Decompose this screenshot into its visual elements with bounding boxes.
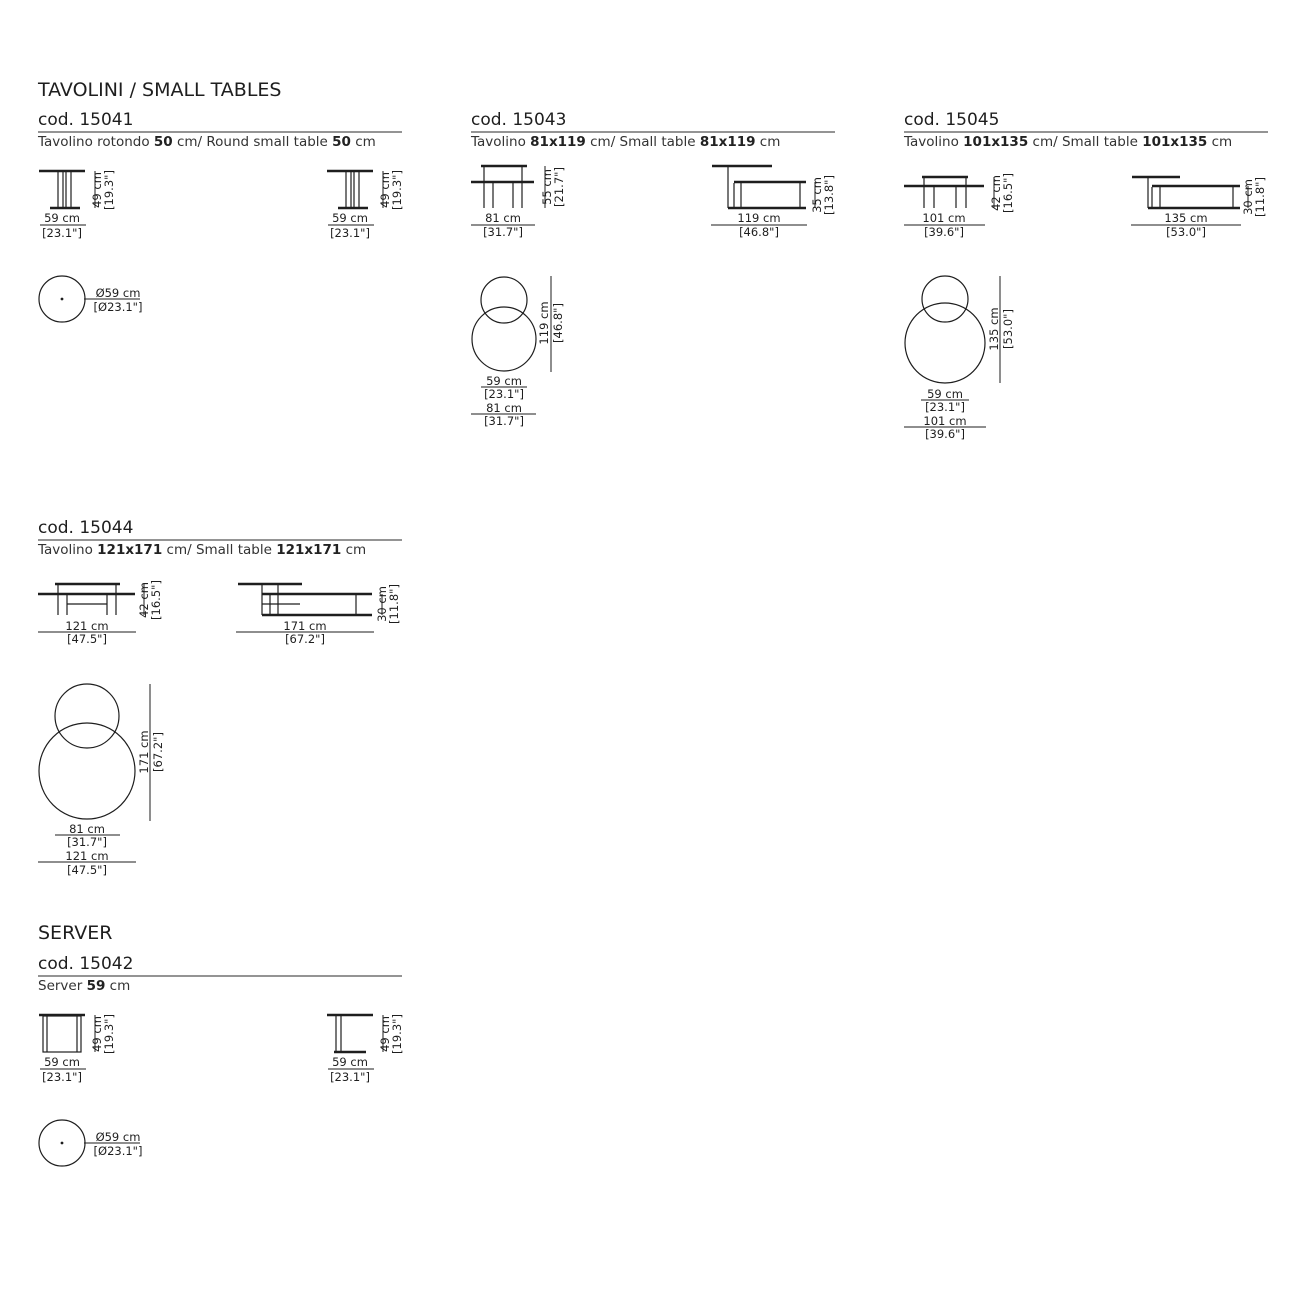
- svg-text:81 cm: 81 cm: [69, 822, 105, 836]
- svg-text:[39.6"]: [39.6"]: [925, 427, 965, 441]
- drawing-15044-front: 121 cm [47.5"] 42 cm [16.5"]: [38, 580, 163, 646]
- product-header-15043: cod. 15043 Tavolino 81x119 cm/ Small tab…: [470, 110, 835, 150]
- drawing-15041-top: Ø59 cm [Ø23.1"]: [38, 275, 143, 323]
- svg-text:[11.8"]: [11.8"]: [1253, 177, 1267, 217]
- drawing-15043-side: 119 cm [46.8"] 35 cm [13.8"]: [711, 164, 836, 239]
- product-header-15044: cod. 15044 Tavolino 121x171 cm/ Small ta…: [37, 518, 402, 558]
- svg-text:[46.8"]: [46.8"]: [739, 225, 779, 239]
- svg-text:[23.1"]: [23.1"]: [330, 1070, 370, 1084]
- svg-text:59 cm: 59 cm: [332, 211, 368, 225]
- product-header-15042: cod. 15042 Server 59 cm: [38, 954, 402, 994]
- drawing-15044-top: 171 cm [67.2"] 81 cm [31.7"] 121 cm [47.…: [38, 683, 165, 877]
- drawing-15042-front: 59 cm [23.1"] 49 cm [19.3"]: [39, 1013, 116, 1084]
- section-title-server: SERVER: [38, 922, 112, 944]
- drawing-15045-front: 101 cm [39.6"] 42 cm [16.5"]: [904, 173, 1015, 239]
- svg-text:59 cm: 59 cm: [927, 387, 963, 401]
- svg-text:[16.5"]: [16.5"]: [1001, 173, 1015, 213]
- section-title-small-tables: TAVOLINI / SMALL TABLES: [37, 79, 282, 101]
- svg-text:101 cm: 101 cm: [922, 211, 965, 225]
- svg-text:[31.7"]: [31.7"]: [67, 835, 107, 849]
- svg-text:[16.5"]: [16.5"]: [149, 580, 163, 620]
- svg-text:[31.7"]: [31.7"]: [484, 414, 524, 428]
- svg-text:135 cm: 135 cm: [987, 307, 1001, 350]
- svg-text:[21.7"]: [21.7"]: [552, 167, 566, 207]
- drawing-15045-top: 135 cm [53.0"] 59 cm [23.1"] 101 cm [39.…: [904, 275, 1015, 441]
- svg-text:49 cm: 49 cm: [378, 1016, 392, 1052]
- product-description: Server 59 cm: [38, 978, 130, 994]
- svg-text:[19.3"]: [19.3"]: [390, 170, 404, 210]
- svg-text:[46.8"]: [46.8"]: [551, 303, 565, 343]
- svg-text:[19.3"]: [19.3"]: [102, 1014, 116, 1054]
- svg-text:49 cm: 49 cm: [378, 172, 392, 208]
- drawing-15043-top: 119 cm [46.8"] 59 cm [23.1"] 81 cm [31.7…: [471, 276, 565, 428]
- dim-height-in: [19.3"]: [102, 170, 116, 210]
- svg-text:119 cm: 119 cm: [537, 301, 551, 344]
- svg-text:[47.5"]: [47.5"]: [67, 632, 107, 646]
- svg-text:[67.2"]: [67.2"]: [151, 732, 165, 772]
- drawing-15041-front: 59 cm [23.1"] 49 cm [19.3"]: [39, 169, 116, 240]
- svg-text:135 cm: 135 cm: [1164, 211, 1207, 225]
- svg-text:[Ø23.1"]: [Ø23.1"]: [94, 300, 143, 314]
- svg-text:42 cm: 42 cm: [137, 582, 151, 618]
- product-code: cod. 15042: [38, 954, 133, 974]
- product-description: Tavolino rotondo 50 cm/ Round small tabl…: [37, 134, 376, 150]
- svg-text:[67.2"]: [67.2"]: [285, 632, 325, 646]
- svg-text:35 cm: 35 cm: [810, 177, 824, 213]
- dim-width-in: [23.1"]: [42, 226, 82, 240]
- svg-text:Ø59 cm: Ø59 cm: [96, 1130, 141, 1144]
- product-code: cod. 15043: [471, 110, 566, 130]
- product-code: cod. 15041: [38, 110, 133, 130]
- svg-text:81 cm: 81 cm: [486, 401, 522, 415]
- svg-text:[23.1"]: [23.1"]: [330, 226, 370, 240]
- svg-text:[11.8"]: [11.8"]: [387, 584, 401, 624]
- svg-text:101 cm: 101 cm: [923, 414, 966, 428]
- svg-text:[23.1"]: [23.1"]: [484, 387, 524, 401]
- svg-text:30 cm: 30 cm: [1241, 179, 1255, 215]
- product-description: Tavolino 101x135 cm/ Small table 101x135…: [903, 134, 1232, 150]
- svg-text:[Ø23.1"]: [Ø23.1"]: [94, 1144, 143, 1158]
- svg-text:[39.6"]: [39.6"]: [924, 225, 964, 239]
- svg-text:121 cm: 121 cm: [65, 849, 108, 863]
- svg-text:[23.1"]: [23.1"]: [42, 1070, 82, 1084]
- drawing-15045-side: 135 cm [53.0"] 30 cm [11.8"]: [1131, 175, 1267, 239]
- drawing-15041-side: 59 cm [23.1"] 49 cm [19.3"]: [327, 169, 404, 240]
- drawing-15042-side: 59 cm [23.1"] 49 cm [19.3"]: [327, 1013, 404, 1084]
- dim-height: 49 cm: [90, 172, 104, 208]
- product-description: Tavolino 81x119 cm/ Small table 81x119 c…: [470, 134, 780, 150]
- product-header-15045: cod. 15045 Tavolino 101x135 cm/ Small ta…: [903, 110, 1268, 150]
- product-header-15041: cod. 15041 Tavolino rotondo 50 cm/ Round…: [37, 110, 402, 150]
- product-code: cod. 15044: [38, 518, 133, 538]
- drawing-15044-side: 171 cm [67.2"] 30 cm [11.8"]: [236, 582, 401, 646]
- svg-text:[19.3"]: [19.3"]: [390, 1014, 404, 1054]
- svg-text:[13.8"]: [13.8"]: [822, 175, 836, 215]
- product-code: cod. 15045: [904, 110, 999, 130]
- svg-text:171 cm: 171 cm: [137, 730, 151, 773]
- svg-text:[53.0"]: [53.0"]: [1001, 309, 1015, 349]
- svg-text:49 cm: 49 cm: [90, 1016, 104, 1052]
- svg-text:[23.1"]: [23.1"]: [925, 400, 965, 414]
- svg-text:55 cm: 55 cm: [540, 169, 554, 205]
- svg-text:[31.7"]: [31.7"]: [483, 225, 523, 239]
- dim-width: 59 cm: [44, 211, 80, 225]
- svg-text:Ø59 cm: Ø59 cm: [96, 286, 141, 300]
- svg-text:42 cm: 42 cm: [989, 175, 1003, 211]
- product-description: Tavolino 121x171 cm/ Small table 121x171…: [37, 542, 366, 558]
- drawing-15042-top: Ø59 cm [Ø23.1"]: [38, 1119, 143, 1167]
- svg-text:59 cm: 59 cm: [332, 1055, 368, 1069]
- svg-text:171 cm: 171 cm: [283, 619, 326, 633]
- svg-text:[53.0"]: [53.0"]: [1166, 225, 1206, 239]
- svg-text:[47.5"]: [47.5"]: [67, 863, 107, 877]
- svg-text:59 cm: 59 cm: [44, 1055, 80, 1069]
- svg-text:121 cm: 121 cm: [65, 619, 108, 633]
- svg-text:59 cm: 59 cm: [486, 374, 522, 388]
- drawing-15043-front: 81 cm [31.7"] 55 cm [21.7"]: [471, 164, 566, 239]
- svg-text:81 cm: 81 cm: [485, 211, 521, 225]
- svg-text:119 cm: 119 cm: [737, 211, 780, 225]
- svg-text:30 cm: 30 cm: [375, 586, 389, 622]
